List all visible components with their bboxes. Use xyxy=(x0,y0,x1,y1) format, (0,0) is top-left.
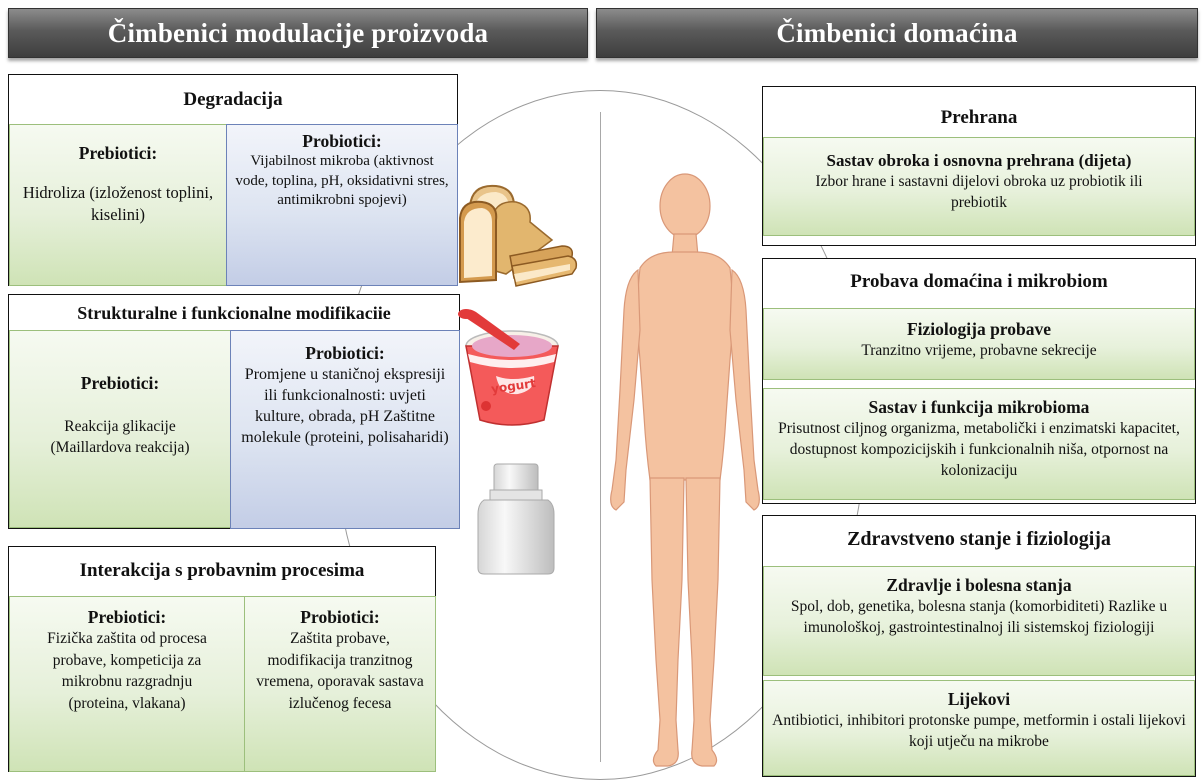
prehrana-panel: Sastav obroka i osnovna prehrana (dijeta… xyxy=(763,137,1195,236)
zdravlje-text: Spol, dob, genetika, bolesna stanja (kom… xyxy=(790,598,1168,636)
mikrobiom-text: Prisutnost ciljnog organizma, metaboličk… xyxy=(778,420,1180,479)
lijekovi-panel: Lijekovi Antibiotici, inhibitori protons… xyxy=(763,680,1195,776)
interakcija-probiotici-text: Zaštita probave, modifikacija tranzitnog… xyxy=(256,630,424,712)
strukturalne-prebiotici-panel: Prebiotici: Reakcija glikacije (Maillard… xyxy=(9,330,231,528)
yogurt-cup-icon: yogurt xyxy=(458,309,559,426)
zdravlje-panel: Zdravlje i bolesna stanja Spol, dob, gen… xyxy=(763,566,1195,676)
right-header-banner: Čimbenici domaćina xyxy=(596,8,1198,58)
zdravlje-label: Zdravlje i bolesna stanja xyxy=(886,575,1072,595)
pill-bottle-icon xyxy=(477,463,555,575)
degradacija-prebiotici-label: Prebiotici: xyxy=(78,143,158,163)
lijekovi-text: Antibiotici, inhibitori protonske pumpe,… xyxy=(772,712,1186,750)
yogurt-label: yogurt xyxy=(490,376,537,396)
prehrana-sub-label: Sastav obroka i osnovna prehrana (dijeta… xyxy=(826,151,1132,170)
interakcija-prebiotici-text: Fizička zaštita od procesa probave, komp… xyxy=(47,630,207,712)
strukturalne-prebiotici-text: Reakcija glikacije (Maillardova reakcija… xyxy=(50,418,190,456)
human-body-icon xyxy=(610,173,760,767)
left-header-text: Čimbenici modulacije proizvoda xyxy=(107,17,489,48)
degradacija-probiotici-text: Vijabilnost mikroba (aktivnost vode, top… xyxy=(235,153,449,208)
prehrana-sub-text: Izbor hrane i sastavni dijelovi obroka u… xyxy=(815,173,1143,211)
strukturalne-probiotici-panel: Probiotici: Promjene u staničnoj ekspres… xyxy=(230,330,460,529)
fiziologija-label: Fiziologija probave xyxy=(906,319,1052,339)
degradacija-title: Degradacija xyxy=(183,89,283,110)
degradacija-probiotici-panel: Probiotici: Vijabilnost mikroba (aktivno… xyxy=(226,124,458,286)
interakcija-prebiotici-panel: Prebiotici: Fizička zaštita od procesa p… xyxy=(9,596,245,772)
degradacija-prebiotici-text: Hidroliza (izloženost toplini, kiselini) xyxy=(22,183,214,224)
interakcija-probiotici-label: Probiotici: xyxy=(300,607,380,627)
degradacija-prebiotici-panel: Prebiotici: Hidroliza (izloženost toplin… xyxy=(9,124,227,286)
interakcija-probiotici-panel: Probiotici: Zaštita probave, modifikacij… xyxy=(244,596,436,772)
bread-icon xyxy=(459,184,578,287)
interakcija-prebiotici-label: Prebiotici: xyxy=(87,607,167,627)
fiziologija-panel: Fiziologija probave Tranzitno vrijeme, p… xyxy=(763,308,1195,380)
fiziologija-text: Tranzitno vrijeme, probavne sekrecije xyxy=(861,342,1097,359)
center-divider xyxy=(600,112,601,762)
mikrobiom-label: Sastav i funkcija mikrobioma xyxy=(868,397,1090,417)
probava-title: Probava domaćina i mikrobiom xyxy=(850,271,1108,292)
strukturalne-title: Strukturalne i funkcionalne modifikaciie xyxy=(77,303,391,323)
zdravstveno-title: Zdravstveno stanje i fiziologija xyxy=(847,528,1111,550)
strukturalne-prebiotici-label: Prebiotici: xyxy=(80,373,160,393)
degradacija-probiotici-label: Probiotici: xyxy=(302,131,382,151)
mikrobiom-panel: Sastav i funkcija mikrobioma Prisutnost … xyxy=(763,388,1195,500)
strukturalne-probiotici-text: Promjene u staničnoj ekspresiji ili funk… xyxy=(241,366,449,446)
interakcija-title: Interakcija s probavnim procesima xyxy=(79,560,365,581)
strukturalne-probiotici-label: Probiotici: xyxy=(305,343,385,363)
left-header-banner: Čimbenici modulacije proizvoda xyxy=(8,8,588,58)
lijekovi-label: Lijekovi xyxy=(947,689,1011,709)
right-header-text: Čimbenici domaćina xyxy=(776,17,1018,48)
prehrana-title: Prehrana xyxy=(940,107,1018,128)
